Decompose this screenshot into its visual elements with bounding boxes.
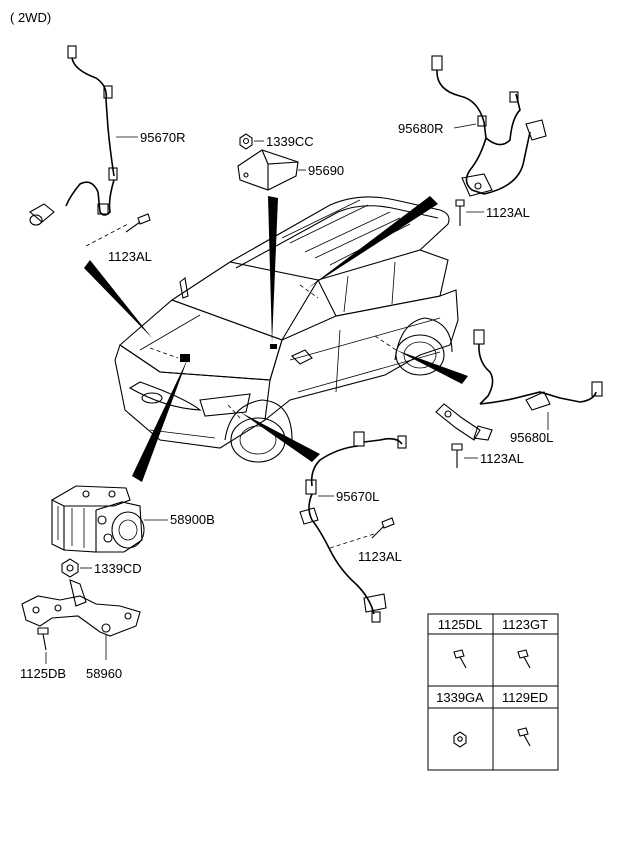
bolt-bracket	[37, 627, 49, 651]
vehicle-outline	[114, 196, 459, 463]
nut-icon-1339ga	[453, 731, 467, 748]
bolt-icon-1125dl	[453, 649, 467, 669]
callout-bolt-rear-right: 1123AL	[486, 205, 530, 220]
callout-bolt-front-right: 1123AL	[108, 249, 152, 264]
callout-bolt-front-left: 1123AL	[358, 549, 402, 564]
bolt-rear-right	[455, 199, 465, 226]
wheel-speed-sensor-rear-right	[431, 55, 547, 197]
yaw-sensor-module	[237, 149, 299, 191]
pointer-yaw-sensor	[268, 196, 278, 344]
nut-yaw-sensor	[239, 133, 253, 150]
pointer-front-right	[84, 260, 152, 338]
fastener-code-1339ga: 1339GA	[436, 690, 484, 705]
fastener-code-1129ed: 1129ED	[502, 690, 548, 705]
wheel-speed-sensor-front-right	[29, 45, 118, 226]
pointer-rear-left	[396, 350, 468, 384]
wheel-speed-sensor-front-left	[299, 431, 407, 623]
fastener-code-1125dl: 1125DL	[438, 617, 483, 632]
wheel-speed-sensor-rear-left	[435, 329, 603, 441]
callout-nut-yaw-sensor: 1339CC	[266, 134, 314, 149]
bolt-icon-1129ed	[517, 727, 531, 747]
fastener-table: 1125DL 1123GT 1339GA 1129ED	[427, 613, 559, 771]
callout-sensor-rear-left: 95680L	[510, 430, 553, 445]
bolt-front-left	[371, 517, 395, 539]
bolt-rear-left	[451, 443, 463, 468]
bolt-icon-1123gt	[517, 649, 531, 669]
callout-bracket: 58960	[86, 666, 122, 681]
callout-yaw-sensor: 95690	[308, 163, 344, 178]
callout-nut-hecu: 1339CD	[94, 561, 142, 576]
callout-sensor-rear-right: 95680R	[398, 121, 444, 136]
callout-bolt-bracket: 1125DB	[20, 666, 66, 681]
callout-bolt-rear-left: 1123AL	[480, 451, 524, 466]
hecu-module	[50, 485, 145, 553]
hecu-bracket	[21, 579, 141, 637]
callout-sensor-front-left: 95670L	[336, 489, 379, 504]
fastener-code-1123gt: 1123GT	[502, 617, 548, 632]
nut-hecu	[61, 558, 79, 578]
callout-hecu: 58900B	[170, 512, 215, 527]
callout-sensor-front-right: 95670R	[140, 130, 186, 145]
variant-label: ( 2WD)	[10, 10, 51, 25]
hecu-location-marker	[180, 354, 190, 362]
pointer-hecu	[132, 358, 188, 482]
pointer-rear-right	[308, 196, 438, 288]
pointer-front-left	[240, 412, 320, 462]
yaw-sensor-location-marker	[270, 344, 277, 349]
bolt-front-right	[125, 213, 151, 233]
